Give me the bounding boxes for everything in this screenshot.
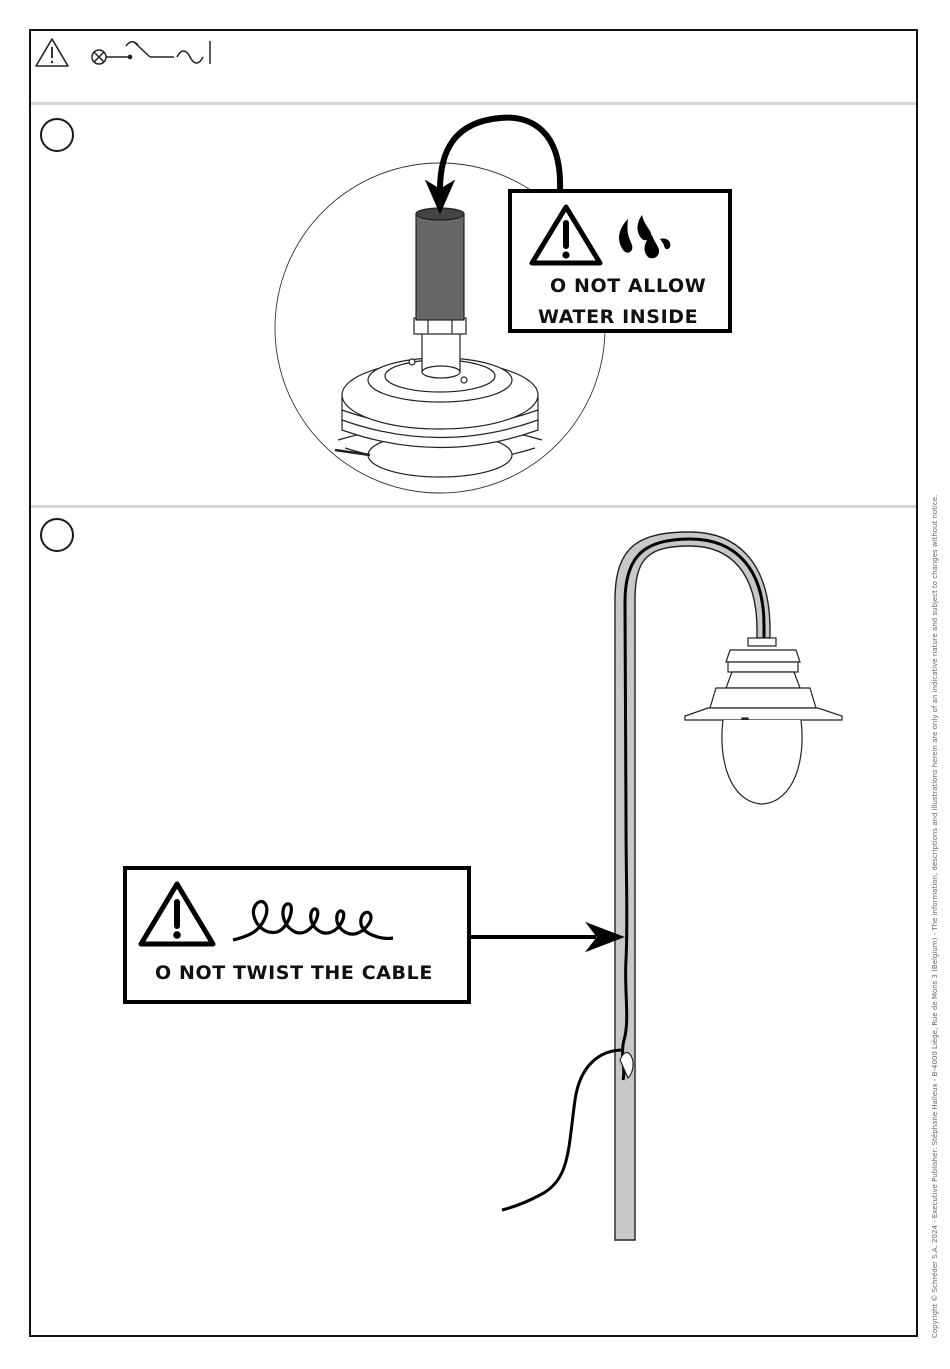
warning-triangle-icon	[528, 201, 604, 269]
internal-cable	[623, 539, 764, 1080]
lamp-switch-mains-icon	[92, 41, 210, 64]
external-cable	[502, 1050, 623, 1210]
water-drops-icon	[614, 211, 676, 261]
header-divider	[31, 102, 916, 105]
warning-triangle-icon	[137, 878, 217, 950]
step-divider	[31, 505, 916, 508]
header-symbols	[34, 36, 224, 72]
water-warning-line-2: WATER INSIDE	[538, 306, 698, 328]
lamp-post	[615, 532, 770, 1240]
twisted-cable-icon	[231, 888, 397, 948]
twist-warning-box: O NOT TWIST THE CABLE	[123, 866, 471, 1004]
water-warning-box: O NOT ALLOW WATER INSIDE	[508, 189, 732, 333]
warning-triangle-icon	[36, 39, 68, 66]
step-1-marker	[40, 118, 74, 152]
water-warning-line-1: O NOT ALLOW	[550, 275, 706, 297]
cable-gland	[414, 318, 466, 378]
step-2-marker	[40, 518, 74, 552]
lantern	[685, 638, 842, 804]
step-2-illustration	[480, 520, 860, 1250]
copyright-notice: Copyright © Schréder S.A. 2024 - Executi…	[931, 495, 939, 1338]
twist-warning-text: O NOT TWIST THE CABLE	[155, 962, 433, 984]
arrow-right-icon	[470, 920, 630, 956]
cable-tube	[416, 208, 464, 320]
